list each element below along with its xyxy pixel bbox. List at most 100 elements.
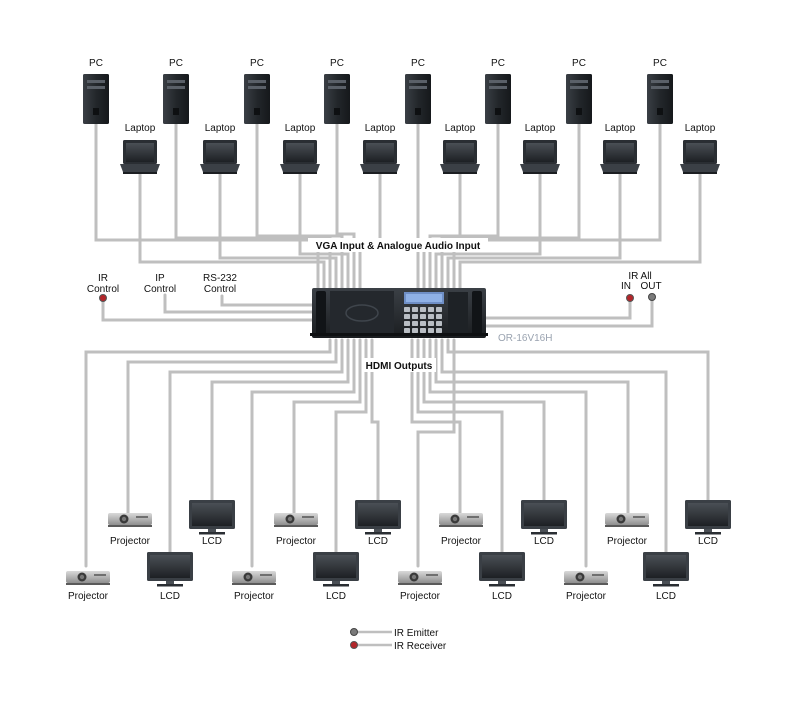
laptop-1	[120, 140, 160, 174]
input-cable-laptop-1	[138, 172, 326, 294]
cables	[84, 120, 710, 568]
pc-tower-5	[405, 74, 431, 124]
hdmi-outputs-header: HDMI Outputs	[366, 361, 433, 372]
output-cable-4	[210, 338, 350, 504]
projector-upper-3	[439, 513, 483, 527]
lcd-label-upper-1: LCD	[202, 536, 222, 547]
lcd-label-lower-1: LCD	[160, 591, 180, 602]
ir-all-label: IR All	[628, 271, 651, 282]
projector-lower-2	[232, 571, 276, 585]
legend-receiver-icon	[350, 641, 358, 649]
output-cable-9	[410, 338, 462, 516]
laptop-label-1: Laptop	[125, 123, 156, 134]
pc-label-6: PC	[491, 58, 505, 69]
output-cable-8	[370, 338, 380, 504]
laptop-3	[280, 140, 320, 174]
pc-label-1: PC	[89, 58, 103, 69]
input-cable-pc-7	[440, 120, 581, 294]
input-cable-laptop-7	[446, 172, 622, 294]
laptop-7	[600, 140, 640, 174]
pc-tower-1	[83, 74, 109, 124]
vga-input-header: VGA Input & Analogue Audio Input	[316, 241, 481, 252]
ip-control-label-line2: Control	[144, 284, 176, 295]
ir-control-cable	[101, 296, 314, 322]
input-cable-laptop-4	[358, 172, 382, 294]
projector-upper-2	[274, 513, 318, 527]
lcd-monitor-lower-1	[147, 552, 193, 587]
input-cable-laptop-2	[218, 172, 338, 294]
lcd-monitor-upper-2	[355, 500, 401, 535]
ir-control-label-line1: IR	[98, 273, 108, 284]
ir-control-label-line2: Control	[87, 284, 119, 295]
projector-lower-3	[398, 571, 442, 585]
output-cable-6	[292, 338, 362, 516]
lcd-monitor-lower-4	[643, 552, 689, 587]
laptop-label-2: Laptop	[205, 123, 236, 134]
projector-label-lower-4: Projector	[566, 591, 607, 602]
output-cable-14	[440, 338, 668, 556]
output-cable-15	[446, 338, 710, 504]
input-cable-pc-4	[335, 120, 356, 294]
projector-label-lower-1: Projector	[68, 591, 109, 602]
output-cable-7	[334, 338, 368, 556]
laptop-5	[440, 140, 480, 174]
input-cable-pc-1	[94, 120, 320, 294]
devices	[66, 74, 731, 587]
projector-label-upper-3: Projector	[441, 536, 482, 547]
projector-label-lower-2: Projector	[234, 591, 275, 602]
lcd-monitor-lower-2	[313, 552, 359, 587]
ip-control-cable	[163, 293, 314, 314]
ir-all-in-receiver	[626, 294, 634, 302]
pc-tower-6	[485, 74, 511, 124]
lcd-label-upper-2: LCD	[368, 536, 388, 547]
projector-lower-1	[66, 571, 110, 585]
output-cable-16	[416, 338, 456, 568]
ir-control-receiver	[99, 294, 107, 302]
projector-label-upper-1: Projector	[110, 536, 151, 547]
pc-tower-2	[163, 74, 189, 124]
lcd-label-upper-3: LCD	[534, 536, 554, 547]
lcd-label-lower-2: LCD	[326, 591, 346, 602]
lcd-monitor-upper-1	[189, 500, 235, 535]
ir-out-cable	[484, 296, 654, 328]
pc-tower-7	[566, 74, 592, 124]
vga-header-bg	[308, 238, 488, 252]
laptop-2	[200, 140, 240, 174]
pc-tower-4	[324, 74, 350, 124]
laptop-label-8: Laptop	[685, 123, 716, 134]
lcd-label-lower-3: LCD	[492, 591, 512, 602]
input-cable-pc-6	[428, 120, 500, 294]
pc-label-8: PC	[653, 58, 667, 69]
output-cable-5	[250, 338, 356, 568]
laptop-6	[520, 140, 560, 174]
legend-emitter-label: IR Emitter	[394, 628, 439, 639]
projector-lower-4	[564, 571, 608, 585]
legend	[350, 628, 392, 649]
lcd-monitor-lower-3	[479, 552, 525, 587]
rs232-control-cable	[220, 294, 314, 307]
input-cable-laptop-8	[458, 172, 702, 294]
output-cable-1	[84, 338, 332, 568]
projector-label-upper-2: Projector	[276, 536, 317, 547]
legend-emitter-icon	[350, 628, 358, 636]
laptop-label-7: Laptop	[605, 123, 636, 134]
pc-label-5: PC	[411, 58, 425, 69]
lcd-monitor-upper-4	[685, 500, 731, 535]
output-cable-2	[126, 338, 338, 516]
output-cable-3	[168, 338, 344, 556]
lcd-monitor-upper-3	[521, 500, 567, 535]
hdmi-header-bg	[362, 358, 436, 372]
ir-all-out-emitter	[648, 293, 656, 301]
rs232-control-label-line2: Control	[204, 284, 236, 295]
projector-label-upper-4: Projector	[607, 536, 648, 547]
rs232-control-label-line1: RS-232	[203, 273, 237, 284]
pc-label-2: PC	[169, 58, 183, 69]
pc-label-7: PC	[572, 58, 586, 69]
output-cable-13	[434, 338, 630, 516]
legend-receiver-label: IR Receiver	[394, 641, 447, 652]
input-cable-pc-8	[452, 120, 662, 294]
pc-label-4: PC	[330, 58, 344, 69]
